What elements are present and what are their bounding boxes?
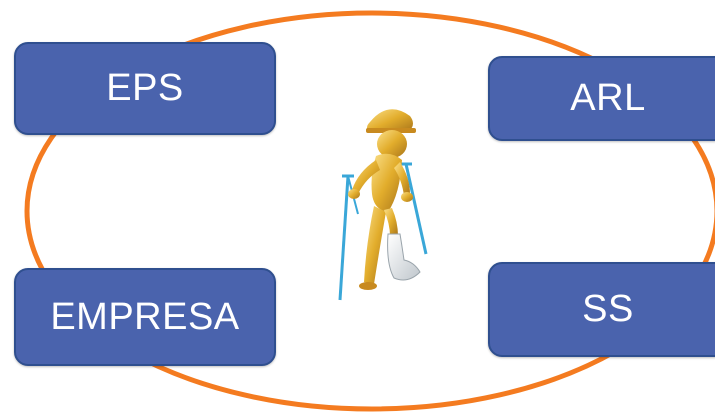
node-arl: ARL [488, 56, 715, 141]
injured-worker-on-crutches-icon [338, 109, 428, 301]
node-ss-label: SS [582, 288, 634, 330]
node-eps: EPS [14, 42, 276, 135]
node-arl-label: ARL [570, 77, 646, 119]
node-ss: SS [488, 262, 715, 357]
node-empresa: EMPRESA [14, 268, 276, 366]
node-eps-label: EPS [106, 67, 184, 109]
node-empresa-label: EMPRESA [50, 295, 240, 338]
